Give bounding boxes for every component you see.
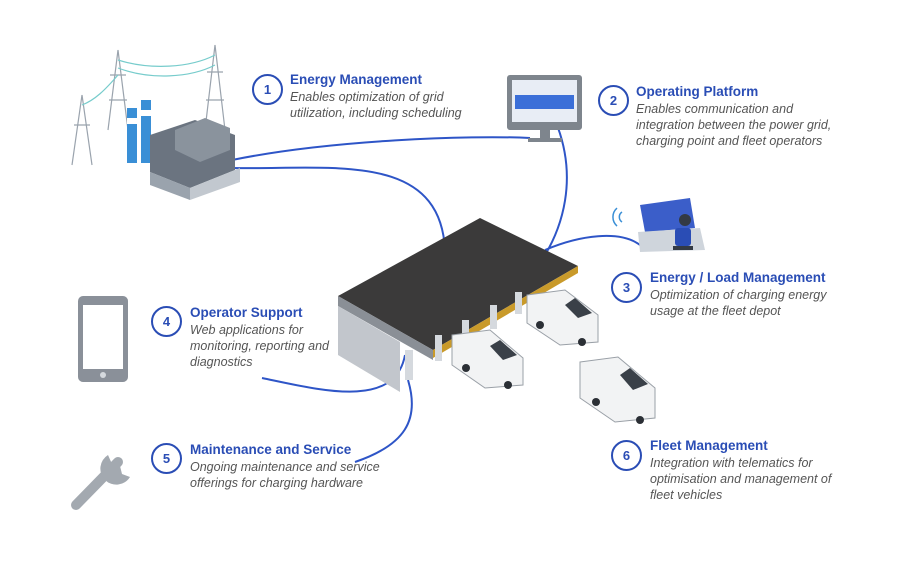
step-badge-3: 3: [611, 272, 642, 303]
step-badge-5: 5: [151, 443, 182, 474]
operator-support-description: Web applications for monitoring, reporti…: [190, 323, 329, 369]
energy-management-title: Energy Management: [290, 72, 423, 87]
step-badge-2: 2: [598, 85, 629, 116]
maintenance-and-service-title: Maintenance and Service: [190, 442, 352, 457]
operating-platform-title: Operating Platform: [636, 84, 759, 99]
fleet-management-title: Fleet Management: [650, 438, 768, 453]
control-room-icon: [612, 198, 705, 252]
van-icon: [451, 289, 656, 424]
maintenance-and-service-description: Ongoing maintenance and service offering…: [190, 460, 380, 490]
monitor-icon: [507, 75, 582, 142]
energy-load-management-title: Energy / Load Management: [650, 270, 826, 285]
operating-platform-description: Enables communication and integration be…: [636, 102, 832, 148]
energy-management-description: Enables optimization of grid utilization…: [290, 90, 462, 120]
charging-depot: [338, 218, 578, 392]
energy-load-management-description: Optimization of charging energy usage at…: [650, 288, 827, 318]
power-plant-icon: [71, 44, 240, 200]
wrench-icon: [71, 455, 130, 510]
smartphone-icon: [78, 296, 128, 382]
step-badge-6: 6: [611, 440, 642, 471]
fleet-management-description: Integration with telematics for optimisa…: [650, 456, 832, 502]
operator-support-title: Operator Support: [190, 305, 303, 320]
step-badge-1: 1: [252, 74, 283, 105]
step-badge-4: 4: [151, 306, 182, 337]
